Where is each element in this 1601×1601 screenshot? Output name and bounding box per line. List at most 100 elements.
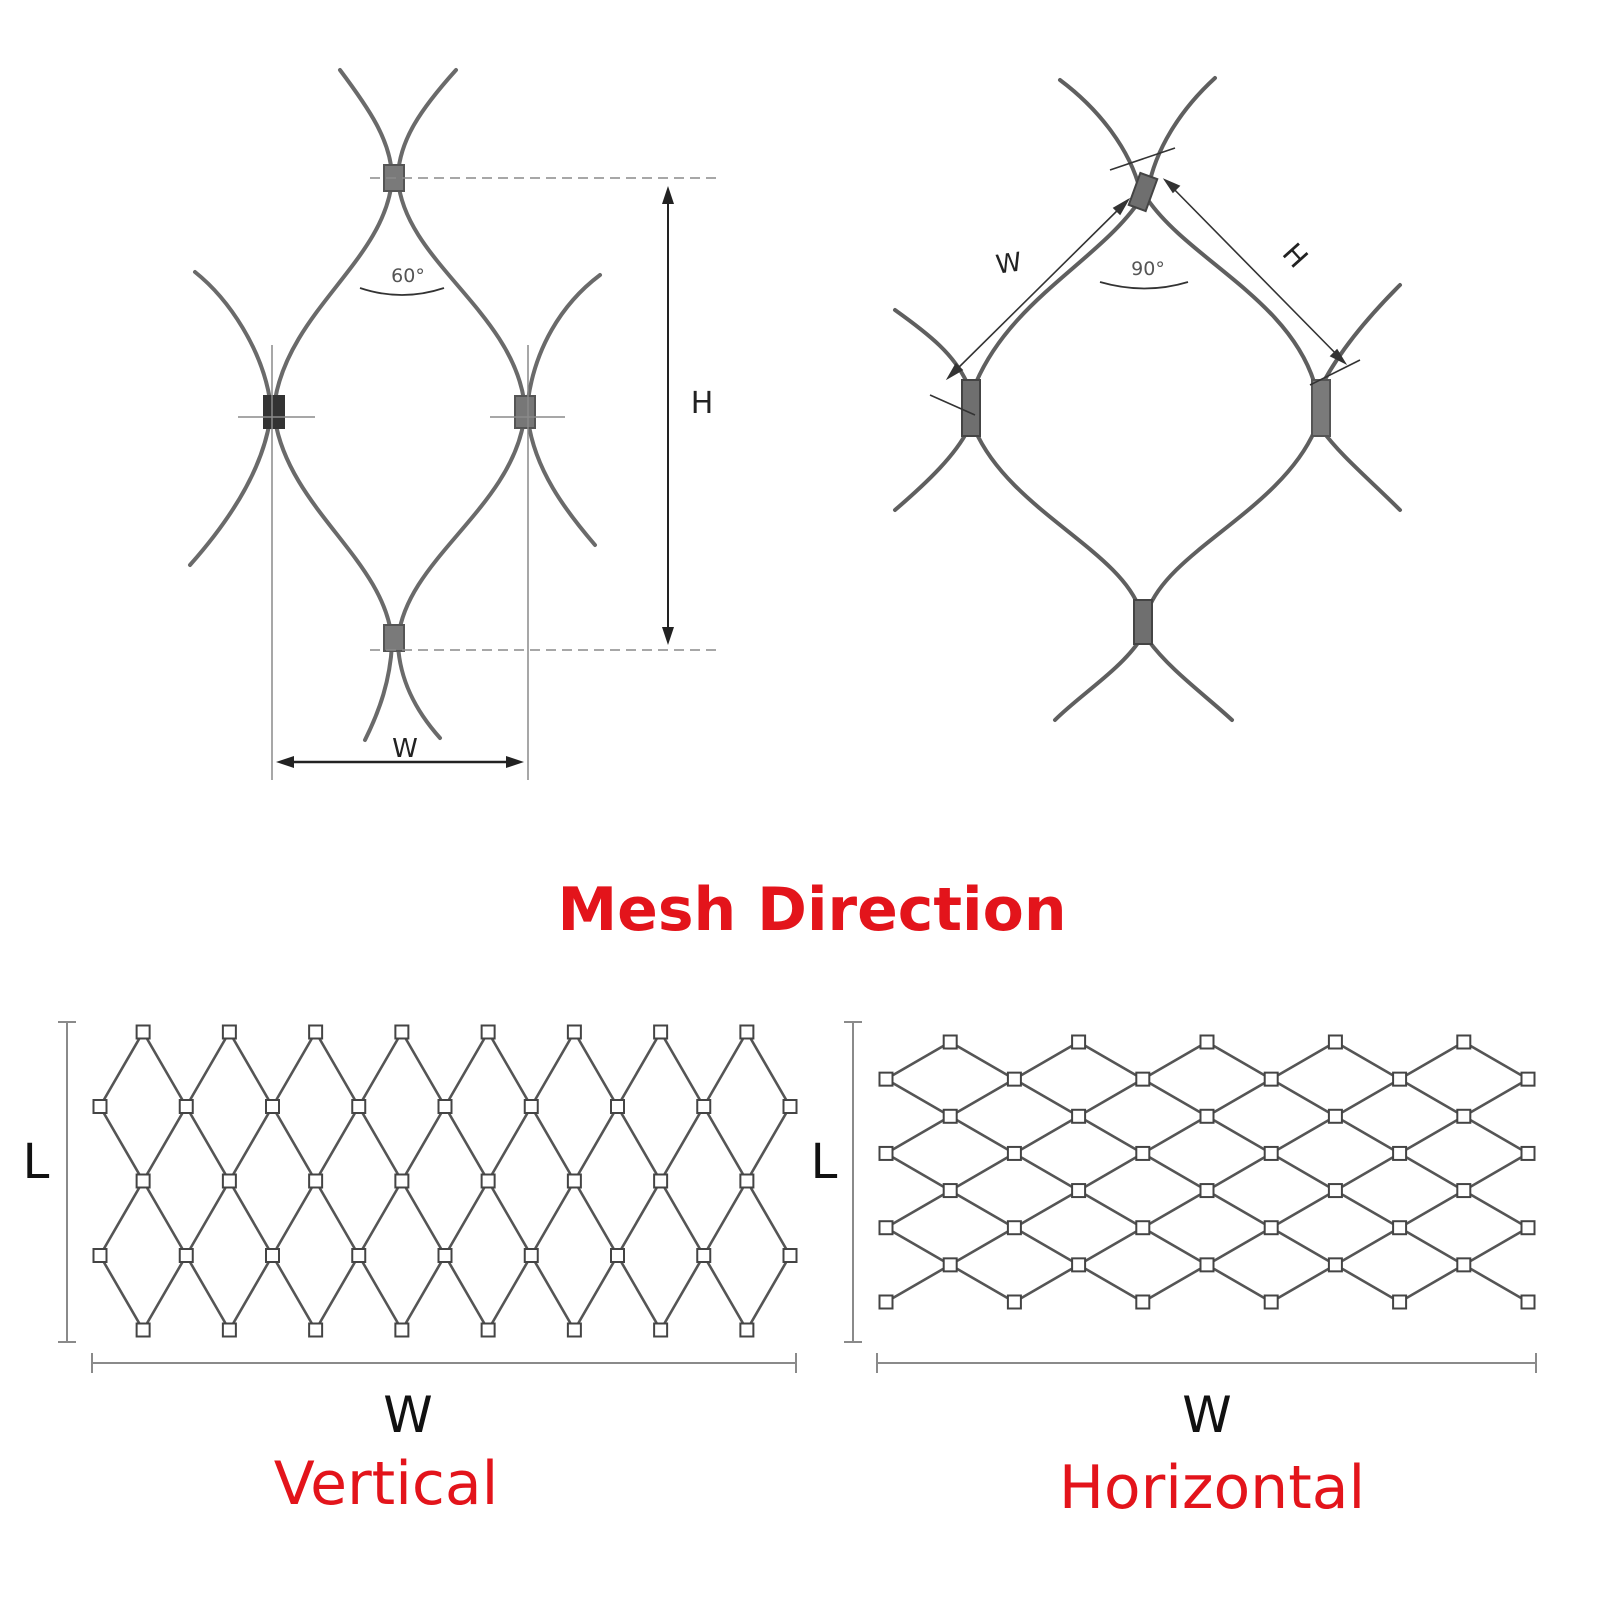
- detail-right-height-label: H: [1276, 237, 1315, 275]
- mesh-node: [135, 1024, 151, 1040]
- mesh-wire: [949, 1152, 1016, 1192]
- mesh-wire: [530, 1254, 576, 1331]
- mesh-wire: [1398, 1263, 1465, 1304]
- horizontal-caption: Horizontal: [1059, 1453, 1365, 1523]
- mesh-wire: [141, 1105, 188, 1182]
- mesh-node: [1199, 1183, 1215, 1199]
- mesh-node: [394, 1024, 410, 1040]
- mesh-wire: [228, 1031, 274, 1108]
- mesh-wire: [702, 1105, 749, 1182]
- mesh-wire: [228, 1254, 274, 1331]
- horizontal-length-label: L: [811, 1134, 838, 1190]
- mesh-wire: [1013, 1152, 1080, 1192]
- mesh-wire: [98, 1180, 145, 1257]
- mesh-node: [265, 1248, 280, 1263]
- mesh-node: [178, 1248, 194, 1263]
- mesh-wire: [1206, 1189, 1272, 1229]
- mesh-node: [1199, 1034, 1215, 1050]
- mesh-wire: [400, 1105, 447, 1182]
- mesh-wire: [98, 1254, 145, 1331]
- mesh-node: [942, 1183, 958, 1199]
- mesh-node: [610, 1248, 625, 1263]
- mesh-node: [1520, 1145, 1536, 1161]
- mesh-node: [653, 1322, 669, 1338]
- mesh-wire: [745, 1105, 792, 1182]
- mesh-node: [739, 1322, 755, 1338]
- mesh-node: [351, 1099, 367, 1114]
- mesh-wire: [949, 1040, 1016, 1081]
- mesh-wire: [1334, 1226, 1401, 1266]
- mesh-wire: [885, 1226, 951, 1266]
- mesh-node: [308, 1322, 324, 1338]
- mesh-node: [739, 1173, 755, 1189]
- mesh-node: [1135, 1145, 1151, 1161]
- mesh-node: [1199, 1108, 1215, 1124]
- mesh-wire: [1334, 1263, 1401, 1304]
- mesh-node: [135, 1173, 151, 1189]
- mesh-wire: [1206, 1152, 1272, 1192]
- mesh-wire: [1142, 1263, 1208, 1304]
- mesh-node: [1520, 1071, 1536, 1087]
- mesh-node: [394, 1173, 410, 1189]
- mesh-wire: [1142, 1078, 1208, 1118]
- mesh-node: [1520, 1294, 1536, 1310]
- mesh-wire: [1334, 1115, 1401, 1155]
- mesh-wire: [745, 1180, 792, 1257]
- mesh-wire: [1334, 1040, 1401, 1081]
- mesh-wire: [185, 1031, 231, 1108]
- mesh-wire: [1398, 1115, 1465, 1155]
- mesh-node: [1263, 1145, 1279, 1161]
- mesh-node: [878, 1145, 894, 1161]
- horizontal-width-label: W: [1182, 1386, 1231, 1444]
- mesh-wire: [228, 1105, 274, 1182]
- detail-60-dimensions: [238, 177, 720, 780]
- mesh-node: [265, 1099, 280, 1114]
- mesh-wire: [185, 1254, 231, 1331]
- detail-left-height-label: H: [691, 386, 714, 421]
- mesh-wire: [357, 1105, 404, 1182]
- mesh-node: [942, 1034, 958, 1050]
- mesh-node: [653, 1173, 669, 1189]
- detail-60-mesh: [188, 68, 602, 742]
- mesh-wire: [1206, 1078, 1272, 1118]
- mesh-wire: [745, 1254, 792, 1331]
- mesh-node: [942, 1108, 958, 1124]
- vertical-caption: Vertical: [274, 1449, 499, 1519]
- mesh-node: [1456, 1183, 1472, 1199]
- mesh-wire: [400, 1031, 447, 1108]
- mesh-wire: [949, 1263, 1016, 1304]
- mesh-node: [523, 1099, 539, 1114]
- detail-left-width-label: W: [392, 734, 418, 764]
- mesh-wire: [1077, 1189, 1144, 1229]
- mesh-node: [739, 1024, 755, 1040]
- mesh-wire: [949, 1115, 1016, 1155]
- mesh-node: [610, 1099, 625, 1114]
- mesh-wire: [659, 1031, 705, 1108]
- mesh-wire: [616, 1254, 662, 1331]
- mesh-wire: [1463, 1040, 1529, 1081]
- mesh-wire: [141, 1031, 188, 1108]
- mesh-wire: [185, 1180, 231, 1257]
- angle-90-label: 90°: [1131, 258, 1165, 280]
- mesh-wire: [530, 1105, 576, 1182]
- mesh-wire: [271, 1105, 317, 1182]
- mesh-wire: [271, 1031, 317, 1108]
- mesh-node: [566, 1173, 582, 1189]
- vertical-width-label: W: [383, 1386, 432, 1444]
- mesh-wire: [1013, 1189, 1080, 1229]
- mesh-wire: [1077, 1040, 1144, 1081]
- angle-60-label: 60°: [391, 265, 425, 287]
- mesh-wire: [659, 1105, 705, 1182]
- mesh-wire: [1334, 1078, 1401, 1118]
- mesh-node: [1392, 1145, 1408, 1161]
- mesh-node: [1327, 1257, 1343, 1273]
- mesh-wire: [185, 1105, 231, 1182]
- mesh-node: [221, 1322, 237, 1338]
- mesh-wire: [443, 1254, 490, 1331]
- mesh-node: [308, 1173, 324, 1189]
- mesh-wire: [1013, 1263, 1080, 1304]
- mesh-wire: [1013, 1115, 1080, 1155]
- mesh-node: [1392, 1294, 1408, 1310]
- mesh-node: [178, 1099, 194, 1114]
- mesh-wire: [702, 1254, 749, 1331]
